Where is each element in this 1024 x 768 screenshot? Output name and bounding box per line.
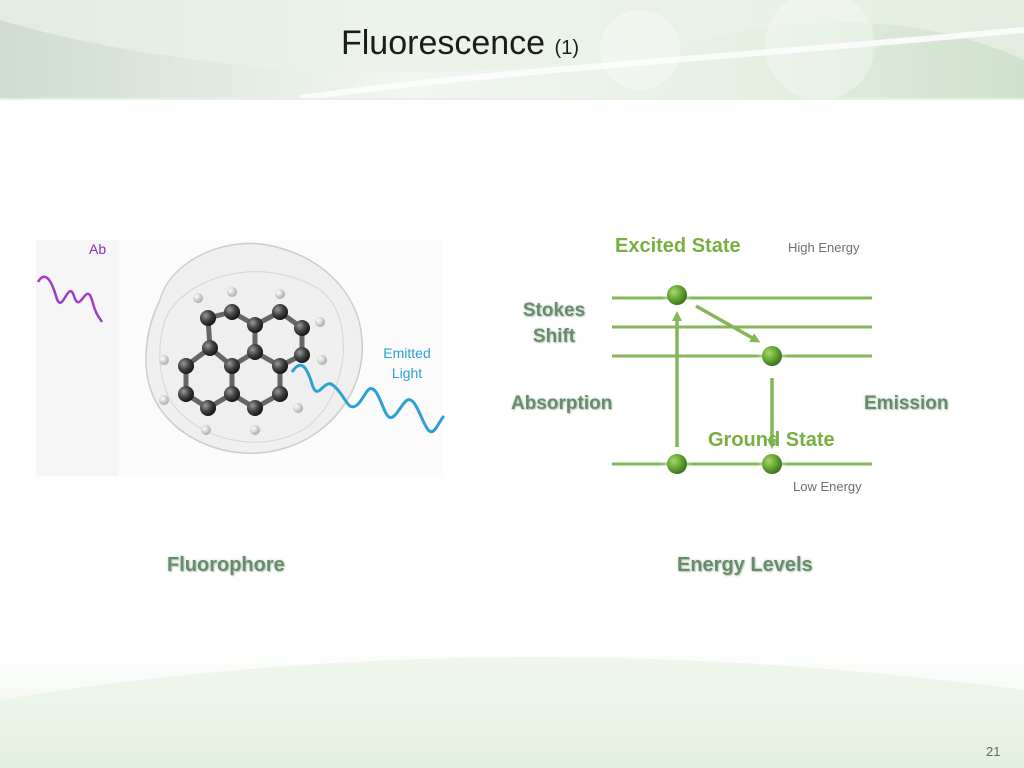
absorbed-light-wave: [36, 275, 104, 323]
slide-title: Fluorescence (1): [0, 24, 920, 63]
electron-dot-ground-left: [667, 454, 687, 474]
stokes-line2: Shift: [532, 326, 576, 347]
low-energy-label: Low Energy: [793, 479, 862, 494]
page-number: 21: [986, 744, 1001, 759]
emitted-label-line1: Emitted: [383, 345, 431, 361]
electron-dot-relaxed: [762, 346, 782, 366]
title-text: Fluorescence: [340, 24, 546, 62]
absorbed-light-label: Ab: [89, 241, 107, 257]
stokes-shift-label: Stokes Shift: [514, 298, 594, 350]
excited-state-label: Excited State: [615, 235, 741, 257]
electron-dot-excited: [667, 285, 687, 305]
fluorophore-caption: Fluorophore: [167, 554, 285, 576]
carbon-atoms: [178, 304, 310, 416]
emission-label: Emission: [864, 393, 949, 414]
ground-state-label: Ground State: [708, 429, 835, 451]
energy-levels-caption: Energy Levels: [677, 554, 813, 576]
relaxation-arrow: [695, 304, 761, 343]
energy-level-diagram: [612, 279, 872, 480]
fluorophore-figure: [36, 240, 446, 476]
stokes-line1: Stokes: [522, 300, 586, 321]
emitted-label-line2: Light: [391, 365, 423, 381]
hydrogen-atoms: [159, 287, 327, 435]
high-energy-label: High Energy: [788, 240, 860, 255]
absorption-label: Absorption: [511, 393, 613, 414]
title-suffix: (1): [554, 37, 579, 59]
emitted-light-label: Emitted Light: [373, 343, 441, 383]
emitted-light-wave: [290, 363, 446, 434]
electron-dot-ground-right: [762, 454, 782, 474]
